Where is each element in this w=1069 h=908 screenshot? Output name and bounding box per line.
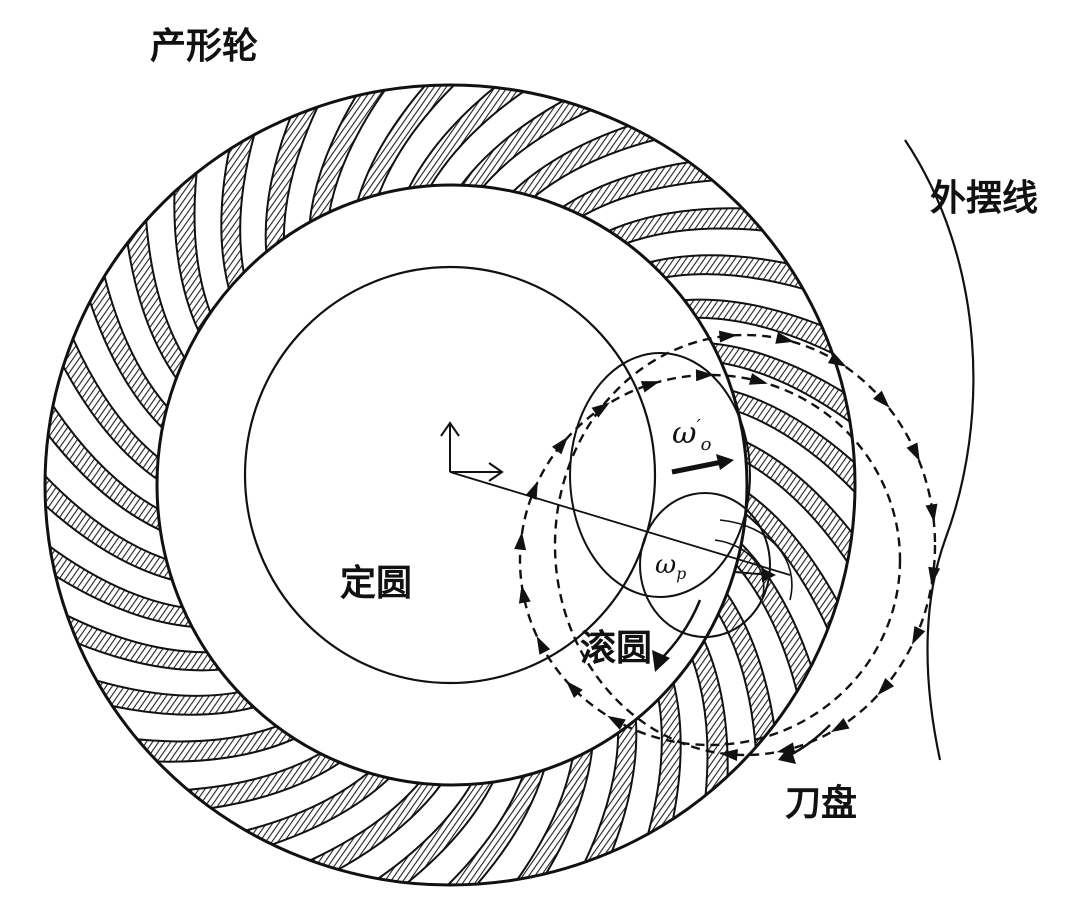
omega-o-arrow bbox=[671, 459, 723, 475]
gear-tooth bbox=[502, 730, 595, 885]
symbol-omega-p: ωp bbox=[655, 550, 687, 584]
gear-tooth bbox=[45, 464, 185, 584]
label-epicycloid: 外摆线 bbox=[930, 177, 1039, 219]
cutter-blade-marker bbox=[565, 680, 583, 699]
cutter-blade-marker bbox=[695, 369, 715, 382]
omega-o-arrowhead bbox=[716, 454, 734, 470]
rolling-circle-small bbox=[639, 492, 771, 638]
cutter-blade-marker bbox=[640, 381, 660, 393]
label-rolling-circle: 滚圆 bbox=[580, 627, 653, 669]
cutter-blade-marker bbox=[928, 566, 941, 586]
gear-teeth bbox=[45, 85, 856, 885]
gear-tooth bbox=[696, 341, 856, 434]
rolling-arrow bbox=[659, 599, 702, 661]
x-axis-arrow bbox=[488, 462, 504, 482]
gear-tooth bbox=[685, 625, 729, 817]
cutter-blade-marker bbox=[877, 678, 895, 696]
cutter-blade-marker bbox=[552, 436, 569, 455]
cutter-blade-marker bbox=[607, 715, 626, 730]
gear-tooth bbox=[717, 386, 856, 506]
epicycloid-curve bbox=[904, 139, 975, 761]
cutter-blade-marker bbox=[911, 626, 926, 645]
symbol-omega-o: ω′o bbox=[672, 416, 712, 455]
radius-line bbox=[449, 471, 791, 576]
cutter-blade-marker bbox=[775, 332, 795, 344]
gear-tooth bbox=[358, 764, 503, 885]
gear-tooth bbox=[399, 85, 544, 206]
cutter-blade-marker bbox=[536, 635, 551, 655]
label-generating-wheel: 产形轮 bbox=[150, 25, 259, 67]
cutter-blade-marker bbox=[518, 584, 531, 604]
rolling-circle-large bbox=[569, 352, 751, 598]
gear-tooth bbox=[730, 433, 856, 578]
cutter-head-path-inner bbox=[518, 373, 902, 747]
cutter-blade-marker bbox=[525, 480, 538, 500]
cutter-blade-marker bbox=[718, 330, 738, 343]
gear-tooth bbox=[53, 607, 235, 672]
cutter-head-path-outer bbox=[553, 333, 937, 757]
generating-wheel-inner-circle bbox=[155, 183, 749, 787]
rolling-arrowhead bbox=[652, 650, 670, 672]
gear-tooth bbox=[307, 85, 400, 240]
cutter-blade-marker bbox=[591, 402, 610, 418]
label-cutter-head: 刀盘 bbox=[785, 782, 858, 824]
cutter-blade-marker bbox=[827, 352, 847, 367]
cutter-blade-marker bbox=[514, 531, 527, 551]
gear-tooth bbox=[430, 751, 550, 885]
cutter-blade-marker bbox=[906, 442, 920, 462]
omega-p-arrowhead bbox=[762, 568, 776, 582]
gear-tooth bbox=[352, 85, 472, 219]
cutter-blade-marker bbox=[925, 503, 938, 523]
fixed-circle bbox=[243, 265, 657, 685]
generating-wheel-outer-circle bbox=[43, 83, 857, 887]
cutter-blade-marker bbox=[830, 718, 850, 733]
gear-tooth bbox=[45, 536, 206, 629]
cutter-blade-marker bbox=[873, 390, 890, 408]
cutter-blade-marker bbox=[719, 749, 738, 761]
rolling-curve-1 bbox=[719, 519, 793, 601]
cutter-arrow bbox=[789, 724, 831, 757]
rolling-curve-2 bbox=[714, 539, 765, 601]
y-axis-arrow bbox=[440, 421, 460, 437]
cutter-blade-marker bbox=[748, 373, 768, 385]
label-fixed-circle: 定圆 bbox=[340, 562, 413, 604]
cutter-arrowhead bbox=[778, 745, 796, 764]
gear-tooth bbox=[591, 207, 783, 251]
